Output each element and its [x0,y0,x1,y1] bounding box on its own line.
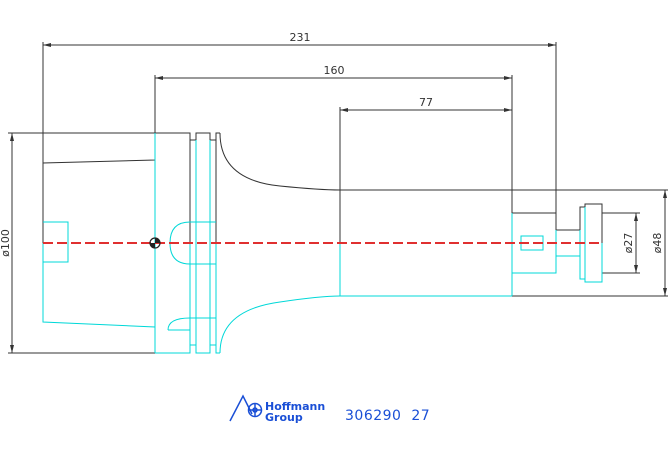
brand-name-line2: Group [265,411,303,424]
brand-name-line1: Hoffmann [265,400,325,413]
dimension-arrows [10,43,667,353]
logo-mark-icon [229,394,263,422]
dim-flange-diameter: ø100 [0,229,12,257]
gauge-point-marker [149,237,161,249]
dim-total-length: 231 [290,31,311,44]
dim-nose-diameter: ø48 [651,233,664,254]
dimension-lines [8,42,668,354]
part-number: 306290 27 [345,408,430,424]
dim-neck-length: 77 [419,96,433,109]
part-outline-lower [42,133,603,354]
part-outline-upper [42,132,603,243]
dim-gauge-length: 160 [324,64,345,77]
dim-clamp-diameter: ø27 [622,233,635,254]
hoffmann-group-logo: Hoffmann Group [229,394,325,424]
